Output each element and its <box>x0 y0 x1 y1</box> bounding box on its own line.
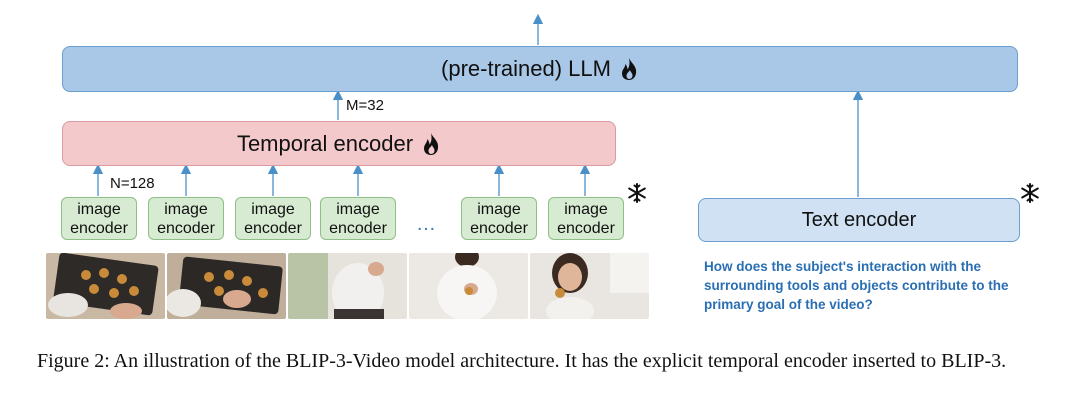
ellipsis: … <box>416 213 440 235</box>
video-frame-1 <box>46 253 165 319</box>
n-count-label: N=128 <box>110 175 155 192</box>
video-frame-4 <box>409 253 528 319</box>
text-encoder-block: Text encoder <box>698 198 1020 242</box>
image-encoder: image encoder <box>235 197 311 240</box>
image-encoder: image encoder <box>461 197 537 240</box>
llm-label: (pre-trained) LLM <box>441 56 611 81</box>
snowflake-icon <box>627 183 647 208</box>
figure-caption: Figure 2: An illustration of the BLIP-3-… <box>37 350 1007 372</box>
temporal-encoder-block: Temporal encoder <box>62 121 616 166</box>
video-frame-5 <box>530 253 649 319</box>
image-encoder: image encoder <box>548 197 624 240</box>
video-frame-3 <box>288 253 407 319</box>
video-frame-2 <box>167 253 286 319</box>
llm-block: (pre-trained) LLM <box>62 46 1018 92</box>
image-encoder: image encoder <box>320 197 396 240</box>
image-encoder: image encoder <box>148 197 224 240</box>
temporal-encoder-label: Temporal encoder <box>236 130 414 156</box>
flame-icon <box>621 58 637 80</box>
image-encoder: image encoder <box>61 197 137 240</box>
question-text: How does the subject's interaction with … <box>704 259 1009 312</box>
flame-icon <box>424 132 439 155</box>
m-count-label: M=32 <box>346 97 384 114</box>
snowflake-icon <box>1020 183 1040 208</box>
